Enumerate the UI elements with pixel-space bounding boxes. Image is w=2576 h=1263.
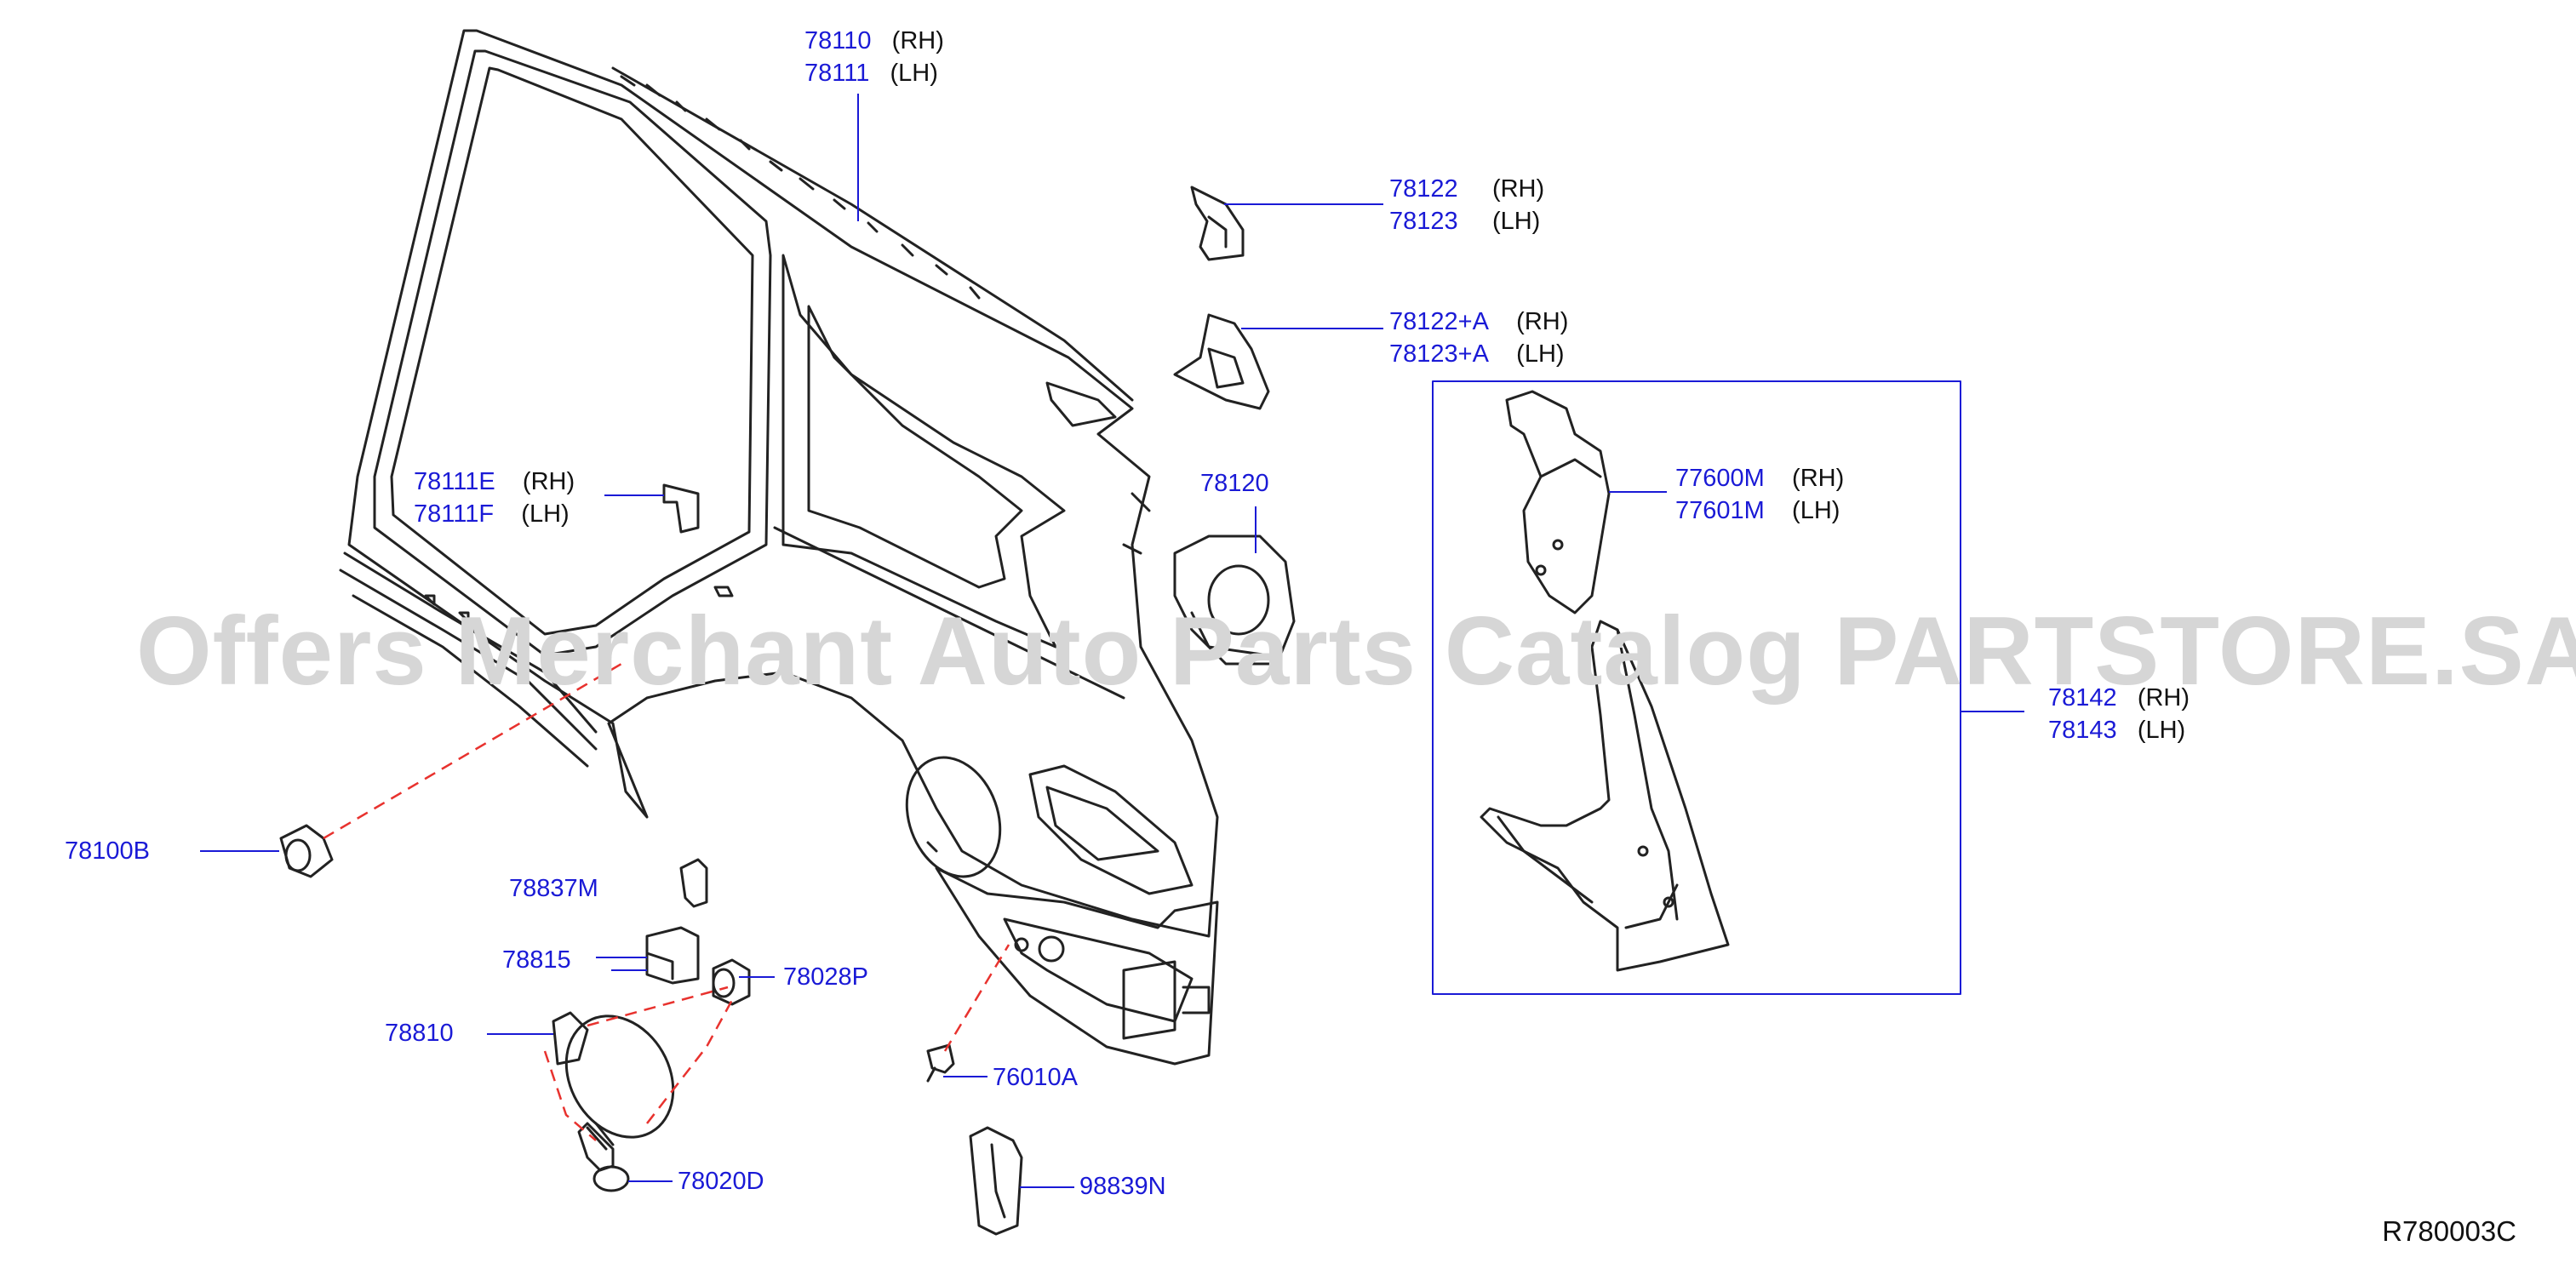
part-number[interactable]: 77600M (1675, 465, 1765, 492)
assembly-group-box (1432, 380, 1961, 995)
side-label: (RH) (2137, 684, 2190, 712)
watermark: Offers Merchant Auto Parts Catalog PARTS… (136, 597, 2576, 706)
part-number[interactable]: 78120 (1200, 470, 1269, 497)
callout-78028p: 78028P (783, 963, 868, 991)
side-label: (RH) (522, 468, 575, 495)
callout-78122: 78122 (RH) 78123 (LH) (1389, 175, 1544, 235)
part-78815-bracket (645, 926, 700, 985)
part-number[interactable]: 78122+A (1389, 308, 1489, 335)
leader-lines (200, 94, 2024, 1188)
callout-98839n: 98839N (1079, 1173, 1166, 1200)
side-label: (LH) (1792, 497, 1840, 524)
part-number[interactable]: 78111E (414, 468, 495, 495)
part-number[interactable]: 78123 (1389, 208, 1458, 235)
part-76010a-clip (926, 1043, 955, 1083)
rear-quarter-panel (339, 29, 1219, 1066)
part-78122a-bracket (1173, 313, 1270, 410)
part-number[interactable]: 76010A (993, 1064, 1078, 1091)
part-number[interactable]: 78815 (502, 946, 571, 974)
callout-77600m: 77600M (RH) 77601M (LH) (1675, 465, 1844, 524)
part-78120-filler-pocket (1173, 534, 1296, 666)
part-number[interactable]: 78123+A (1389, 340, 1489, 368)
part-78122-bracket (1190, 186, 1245, 261)
part-number[interactable]: 77601M (1675, 497, 1765, 524)
side-label: (LH) (2137, 717, 2186, 744)
callout-78111e: 78111E (RH) 78111F (LH) (414, 468, 575, 528)
callout-78110: 78110 (RH) 78111 (LH) (804, 27, 944, 87)
callout-78122a: 78122+A (RH) 78123+A (LH) (1389, 308, 1568, 368)
part-number[interactable]: 78028P (783, 963, 868, 991)
callout-78142: 78142 (RH) 78143 (LH) (2048, 684, 2190, 744)
callout-78837m: 78837M (509, 875, 598, 902)
side-label: (LH) (1491, 208, 1541, 235)
part-number[interactable]: 78143 (2048, 717, 2117, 744)
part-98839n-bracket (969, 1126, 1023, 1236)
side-label: (RH) (891, 27, 944, 54)
hidden-lines (323, 662, 1010, 1141)
part-78020d-bolt (577, 1122, 630, 1192)
part-number[interactable]: 78122 (1389, 175, 1458, 203)
callout-78810: 78810 (385, 1020, 454, 1047)
part-number[interactable]: 78020D (678, 1168, 764, 1195)
side-label: (LH) (890, 60, 938, 87)
part-78111e-bracket (662, 483, 700, 534)
callout-78020d: 78020D (678, 1168, 764, 1195)
part-78142-pillar (1480, 620, 1730, 972)
side-label: (RH) (1792, 465, 1845, 492)
diagram-code: R780003C (2382, 1215, 2516, 1247)
side-label: (LH) (1516, 340, 1565, 368)
part-number[interactable]: 78100B (65, 837, 150, 865)
part-78028p-bumper (712, 958, 751, 1006)
callout-78815: 78815 (502, 946, 571, 974)
part-number[interactable]: 78810 (385, 1020, 454, 1047)
part-number[interactable]: 78110 (804, 27, 872, 54)
callout-76010a: 76010A (993, 1064, 1078, 1091)
part-78100b-clip (279, 824, 334, 878)
part-number[interactable]: 78111 (804, 60, 870, 87)
part-number[interactable]: 78142 (2048, 684, 2117, 712)
side-label: (LH) (521, 500, 570, 528)
part-number[interactable]: 78111F (414, 500, 495, 528)
part-number[interactable]: 78837M (509, 875, 598, 902)
side-label: (RH) (1516, 308, 1569, 335)
part-78810-fuel-lid (552, 1011, 675, 1139)
callout-78120: 78120 (1200, 470, 1269, 497)
part-number[interactable]: 98839N (1079, 1173, 1166, 1200)
part-77600m-reinforcement (1505, 390, 1611, 614)
side-label: (RH) (1491, 175, 1545, 203)
callout-78100b: 78100B (65, 837, 150, 865)
part-78837m-clip (679, 858, 708, 908)
